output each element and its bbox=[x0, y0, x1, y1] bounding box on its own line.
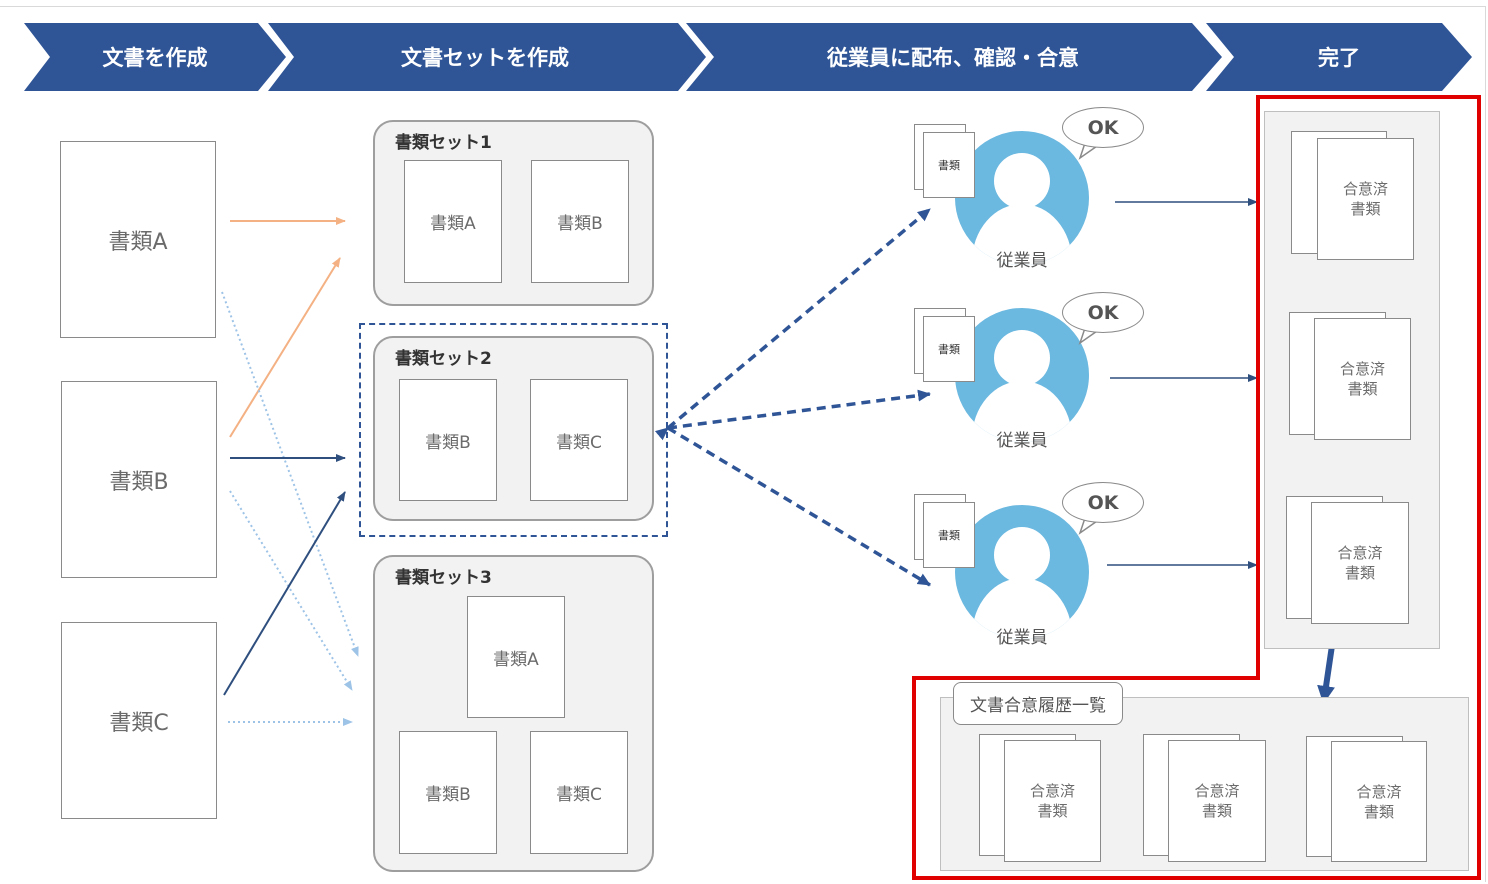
history-doc-3-line2: 書類 bbox=[1363, 802, 1394, 821]
set-1-doc-2: 書類B bbox=[531, 160, 629, 283]
step-4-label: 完了 bbox=[1318, 46, 1360, 70]
step-2-label: 文書セットを作成 bbox=[401, 46, 569, 70]
set-2-doc-1: 書類B bbox=[399, 379, 497, 501]
employee-avatar-1 bbox=[955, 131, 1089, 265]
history-doc-3-line1: 合意済 bbox=[1356, 782, 1402, 801]
history-doc-2-line1: 合意済 bbox=[1194, 782, 1240, 800]
document-b: 書類B bbox=[61, 381, 217, 578]
arrow-a-set3 bbox=[221, 291, 359, 657]
step-3-chevron bbox=[686, 23, 1222, 91]
set-3-doc-3: 書類C bbox=[530, 731, 628, 854]
step-4-chevron bbox=[1206, 23, 1472, 91]
employee-avatar-2 bbox=[955, 308, 1089, 442]
employee-2-label: 従業員 bbox=[996, 431, 1048, 451]
employee-3-label: 従業員 bbox=[996, 628, 1048, 648]
employee-1-label: 従業員 bbox=[996, 251, 1048, 271]
arrow-b-set3 bbox=[229, 490, 353, 691]
completed-doc-1: 合意済 書類 bbox=[1317, 138, 1414, 260]
set-1-doc-1: 書類A bbox=[404, 160, 502, 283]
completed-doc-2-line2: 書類 bbox=[1347, 380, 1378, 398]
set-2-title: 書類セット2 bbox=[395, 349, 492, 369]
diagram-frame bbox=[0, 6, 1486, 882]
set-1-title: 書類セット1 bbox=[395, 133, 492, 153]
arrow-b-set1 bbox=[229, 257, 341, 438]
completed-doc-2: 合意済 書類 bbox=[1314, 318, 1411, 440]
employee-avatar-3 bbox=[955, 505, 1089, 639]
completed-doc-1-line2: 書類 bbox=[1350, 200, 1381, 218]
completed-doc-3: 合意済 書類 bbox=[1311, 502, 1409, 624]
employee-1-doc: 書類 bbox=[923, 132, 975, 198]
dist-arrow-mid bbox=[667, 389, 931, 430]
completed-doc-3-line2: 書類 bbox=[1344, 564, 1375, 582]
dist-arrow-top bbox=[654, 207, 932, 441]
history-doc-1-line2: 書類 bbox=[1037, 802, 1068, 820]
step-1-chevron bbox=[24, 23, 286, 91]
document-c: 書類C bbox=[61, 622, 217, 819]
step-1-label: 文書を作成 bbox=[102, 46, 208, 70]
completed-doc-2-line1: 合意済 bbox=[1339, 360, 1385, 378]
dist-arrow-bottom bbox=[667, 426, 931, 587]
step-2-chevron bbox=[268, 23, 706, 91]
set-3-doc-1: 書類A bbox=[467, 596, 565, 718]
history-doc-1-line1: 合意済 bbox=[1029, 782, 1075, 800]
employee-3-doc: 書類 bbox=[923, 502, 975, 568]
set-3-doc-2: 書類B bbox=[399, 731, 497, 854]
set-3-title: 書類セット3 bbox=[395, 568, 492, 588]
completed-doc-3-line1: 合意済 bbox=[1337, 544, 1383, 562]
ok-bubble-3: OK bbox=[1062, 482, 1144, 523]
ok-bubble-2: OK bbox=[1062, 292, 1144, 333]
history-title: 文書合意履歴一覧 bbox=[953, 682, 1123, 725]
employee-2-doc: 書類 bbox=[923, 316, 975, 382]
set-2-doc-2: 書類C bbox=[530, 379, 628, 501]
history-doc-1: 合意済 書類 bbox=[1004, 740, 1101, 862]
document-a: 書類A bbox=[60, 141, 216, 338]
history-doc-2-line2: 書類 bbox=[1201, 802, 1232, 820]
arrow-c-set2 bbox=[223, 491, 346, 696]
completed-doc-1-line1: 合意済 bbox=[1342, 180, 1388, 198]
history-doc-3: 合意済 書類 bbox=[1331, 741, 1427, 862]
set-2-selection-outline bbox=[359, 323, 668, 537]
ok-bubble-1: OK bbox=[1062, 107, 1144, 148]
history-doc-2: 合意済 書類 bbox=[1168, 740, 1266, 862]
step-3-label: 従業員に配布、確認・合意 bbox=[827, 46, 1079, 70]
